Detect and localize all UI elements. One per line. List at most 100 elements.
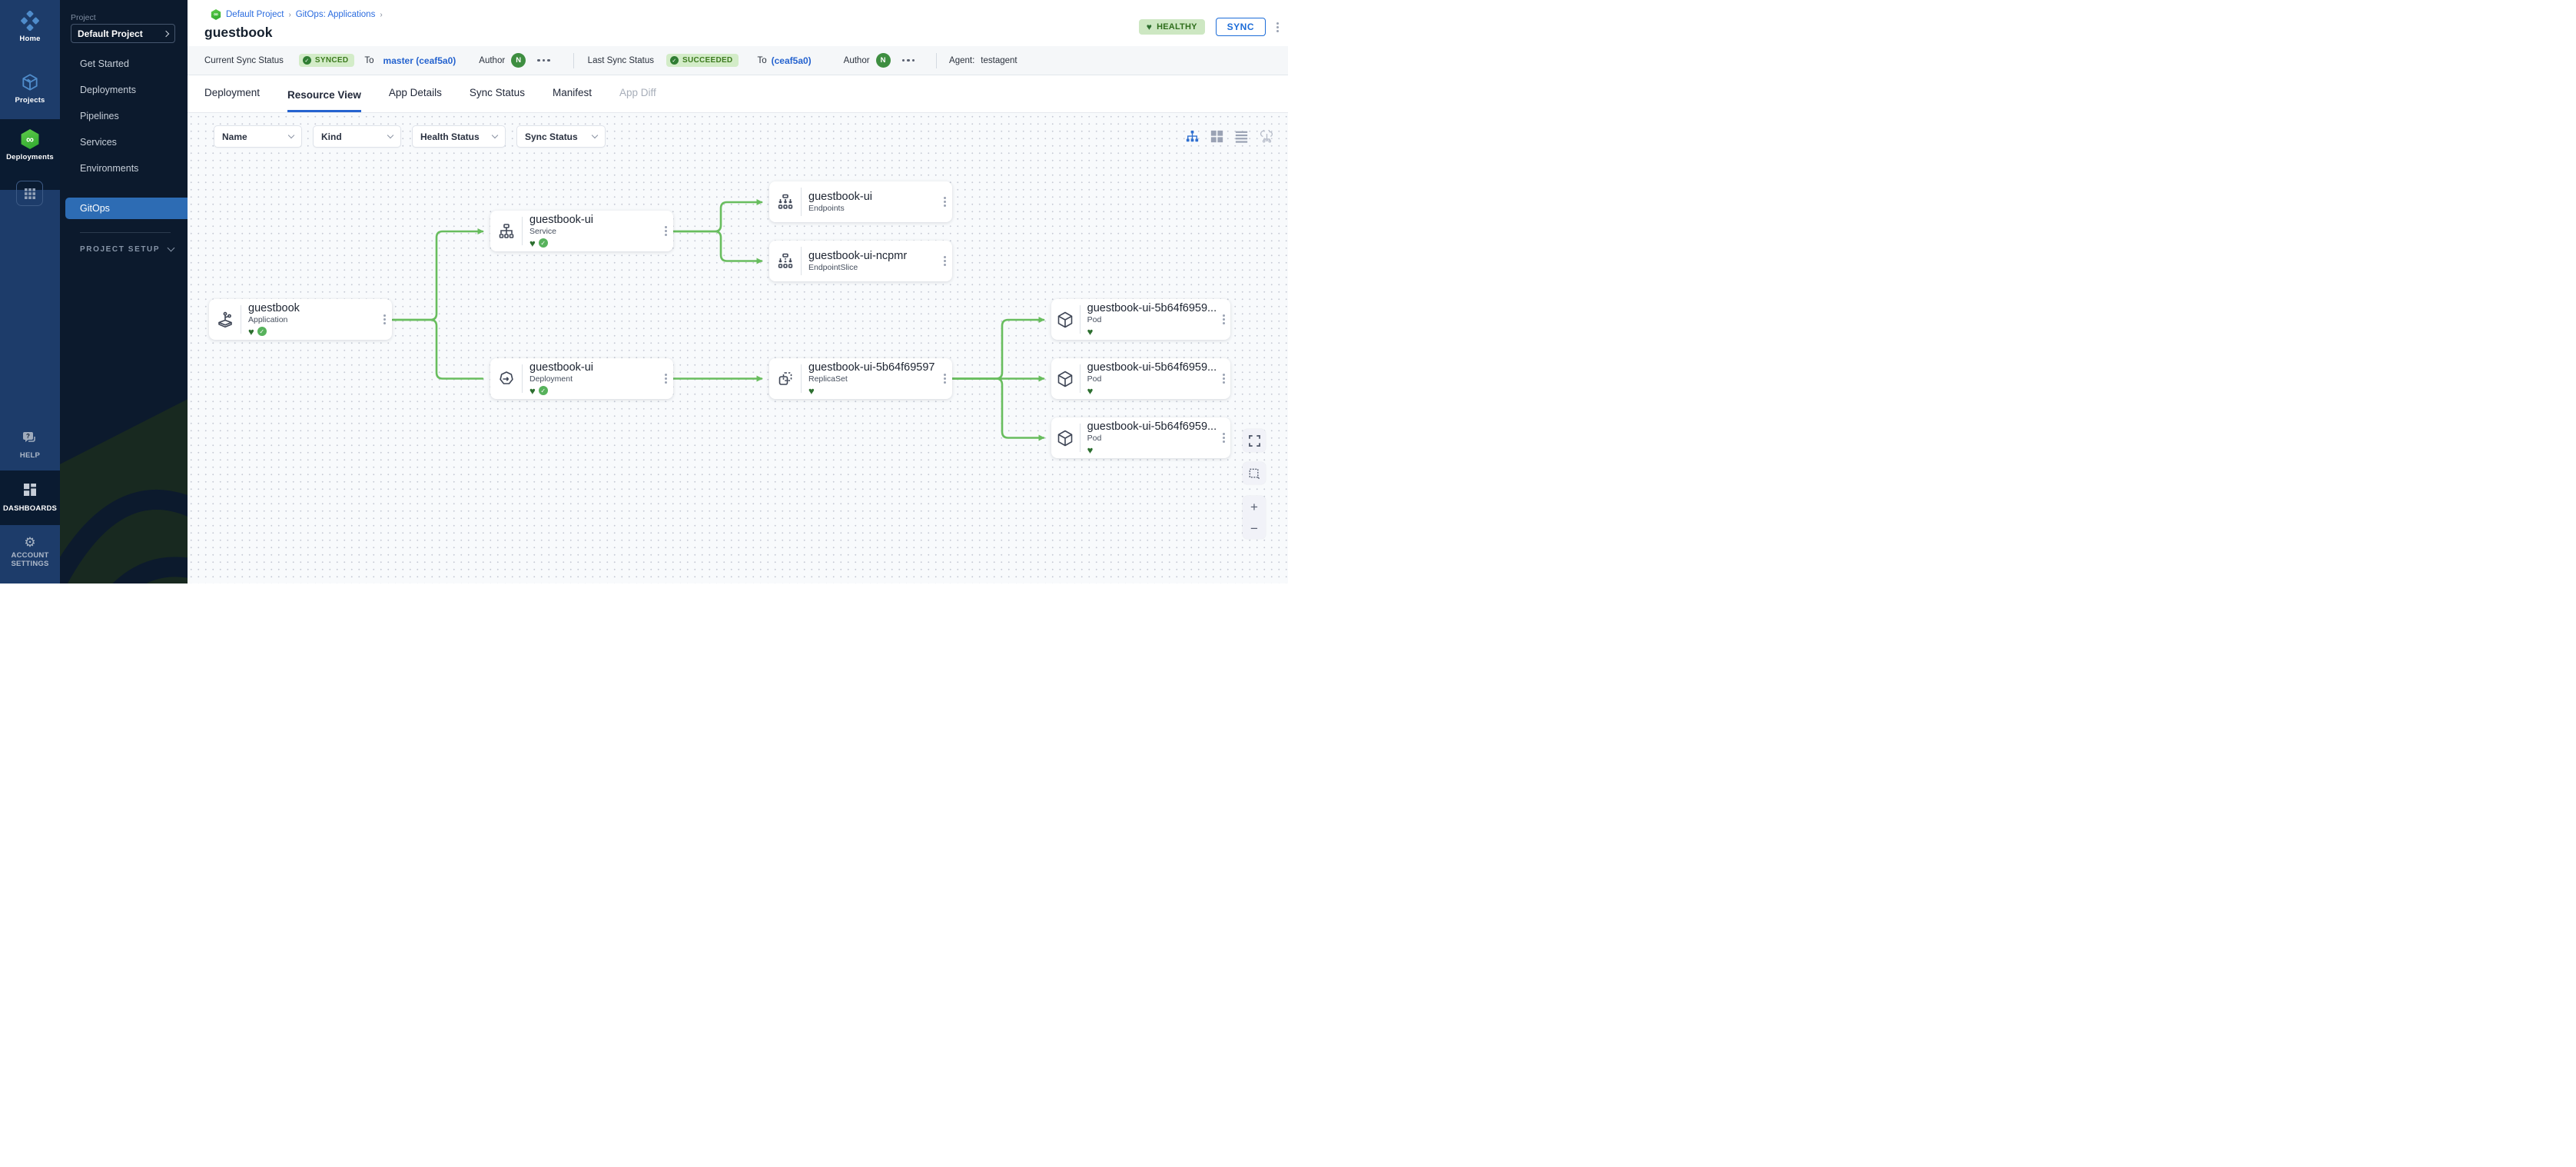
node-name: guestbook-ui-5b64f6959... xyxy=(1087,361,1217,374)
author-avatar[interactable]: N xyxy=(875,53,891,68)
filter-name[interactable]: Name xyxy=(214,125,302,148)
filter-sync-status[interactable]: Sync Status xyxy=(516,125,606,148)
sidebar-item-services[interactable]: Services xyxy=(80,137,117,148)
sidebar-item-get-started[interactable]: Get Started xyxy=(80,58,129,69)
node-menu-button[interactable] xyxy=(377,299,392,340)
resource-node-endpoints[interactable]: guestbook-ui Endpoints ♥✓ xyxy=(769,181,952,222)
last-target-link[interactable]: (ceaf5a0) xyxy=(771,55,812,66)
node-menu-button[interactable] xyxy=(1217,417,1230,458)
check-circle-icon: ✓ xyxy=(302,56,311,65)
agent-label: Agent: xyxy=(949,55,975,65)
tab-sync-status[interactable]: Sync Status xyxy=(469,87,525,98)
breadcrumb-gitops-applications[interactable]: GitOps: Applications xyxy=(295,10,376,19)
to-label: To xyxy=(757,55,767,65)
grid-view-icon[interactable] xyxy=(1210,130,1223,143)
sync-button[interactable]: SYNC xyxy=(1215,18,1266,36)
svg-text:?: ? xyxy=(26,433,30,440)
resource-node-service[interactable]: guestbook-ui Service ♥✓ xyxy=(490,211,673,251)
sidebar-item-home[interactable]: Home xyxy=(0,10,60,43)
resource-graph-canvas[interactable]: Name Kind Health Status Sync Status xyxy=(188,113,1288,584)
sidebar-item-gitops[interactable]: GitOps xyxy=(65,198,188,219)
node-kind: Service xyxy=(529,227,557,236)
node-kind: Deployment xyxy=(529,374,573,384)
project-section-label: Project xyxy=(71,13,96,22)
commit-more-icon[interactable] xyxy=(537,58,550,62)
tab-app-details[interactable]: App Details xyxy=(388,87,442,98)
zoom-out-button[interactable]: − xyxy=(1250,520,1258,536)
help-label: HELP xyxy=(19,451,41,460)
current-target-link[interactable]: master (ceaf5a0) xyxy=(383,55,456,66)
panel-divider xyxy=(80,232,171,233)
author-avatar[interactable]: N xyxy=(511,53,526,68)
resource-node-replicaset[interactable]: guestbook-ui-5b64f69597 ReplicaSet ♥✓ xyxy=(769,358,952,399)
node-kind: EndpointSlice xyxy=(808,263,858,272)
application-icon xyxy=(217,311,232,327)
resource-node-pod[interactable]: guestbook-ui-5b64f6959... Pod ♥✓ xyxy=(1051,417,1230,458)
node-menu-button[interactable] xyxy=(937,241,952,281)
account-settings-label-2: SETTINGS xyxy=(11,560,49,568)
sidebar-item-account-settings[interactable]: ⚙ ACCOUNT SETTINGS xyxy=(0,536,60,568)
divider xyxy=(573,52,574,68)
resource-node-endpointslice[interactable]: guestbook-ui-ncpmr EndpointSlice ♥✓ xyxy=(769,241,952,281)
node-menu-button[interactable] xyxy=(937,358,952,399)
synced-badge: ✓ SYNCED xyxy=(298,54,355,67)
marquee-select-button[interactable] xyxy=(1243,462,1266,484)
project-selector[interactable]: Default Project xyxy=(71,24,175,43)
module-grid-icon xyxy=(24,188,35,199)
sidebar-item-help[interactable]: ? HELP xyxy=(0,431,60,460)
tab-deployment[interactable]: Deployment xyxy=(204,87,261,98)
node-menu-button[interactable] xyxy=(658,358,673,399)
replicaset-icon xyxy=(778,371,792,385)
resource-node-application[interactable]: guestbook Application ♥✓ xyxy=(209,299,392,340)
healthy-heart-icon: ♥ xyxy=(529,384,536,397)
sidebar-item-dashboards[interactable]: DASHBOARDS xyxy=(0,482,60,513)
selection-box-icon xyxy=(1249,468,1260,479)
filter-health-status[interactable]: Health Status xyxy=(412,125,506,148)
sidebar-item-projects[interactable]: Projects xyxy=(0,72,60,105)
node-name: guestbook-ui xyxy=(808,191,873,203)
cloud-network-view-icon[interactable] xyxy=(1260,130,1274,143)
node-menu-button[interactable] xyxy=(1217,299,1230,340)
tab-bar: Deployment Resource View App Details Syn… xyxy=(188,75,1288,113)
fullscreen-icon xyxy=(1248,434,1260,447)
pod-cube-icon xyxy=(1058,430,1073,446)
succeeded-badge: ✓ SUCCEEDED xyxy=(666,54,739,67)
synced-check-icon: ✓ xyxy=(257,327,267,336)
node-name: guestbook xyxy=(248,302,300,314)
sidebar-item-environments[interactable]: Environments xyxy=(80,163,139,174)
healthy-heart-icon: ♥ xyxy=(1087,384,1094,397)
sidebar-item-deployments[interactable]: ∞ Deployments xyxy=(0,129,60,161)
projects-label: Projects xyxy=(15,96,45,105)
sidebar-item-deployments-menu[interactable]: Deployments xyxy=(80,85,136,95)
app-more-menu-icon[interactable] xyxy=(1276,25,1279,28)
node-menu-button[interactable] xyxy=(937,181,952,222)
list-view-icon[interactable] xyxy=(1235,130,1248,143)
resource-node-pod[interactable]: guestbook-ui-5b64f6959... Pod ♥✓ xyxy=(1051,358,1230,399)
graph-edges xyxy=(391,199,1045,441)
author-label: Author xyxy=(479,55,506,65)
resource-node-deployment[interactable]: guestbook-ui Deployment ♥✓ xyxy=(490,358,673,399)
healthy-heart-icon: ♥ xyxy=(808,384,815,397)
divider xyxy=(936,52,938,68)
commit-more-icon[interactable] xyxy=(901,58,915,62)
project-setup-toggle[interactable]: PROJECT SETUP xyxy=(80,244,175,254)
account-settings-label-1: ACCOUNT xyxy=(11,551,49,560)
tab-resource-view[interactable]: Resource View xyxy=(287,89,361,112)
last-sync-status-label: Last Sync Status xyxy=(587,55,654,65)
deployment-icon xyxy=(499,371,513,384)
node-menu-button[interactable] xyxy=(1217,358,1230,399)
node-kind: Pod xyxy=(1087,315,1102,324)
zoom-in-button[interactable]: + xyxy=(1250,499,1258,514)
tree-view-icon[interactable] xyxy=(1186,130,1199,143)
gitops-breadcrumb-icon: ∞ xyxy=(211,9,221,20)
node-kind: ReplicaSet xyxy=(808,374,848,384)
fit-to-screen-button[interactable] xyxy=(1243,429,1266,452)
resource-node-pod[interactable]: guestbook-ui-5b64f6959... Pod ♥✓ xyxy=(1051,299,1230,340)
sidebar-item-pipelines[interactable]: Pipelines xyxy=(80,111,119,121)
gitops-logo-watermark xyxy=(60,380,188,584)
breadcrumb-default-project[interactable]: Default Project xyxy=(226,10,284,19)
node-menu-button[interactable] xyxy=(658,211,673,251)
tab-manifest[interactable]: Manifest xyxy=(552,87,592,98)
filter-kind[interactable]: Kind xyxy=(313,125,401,148)
module-switcher-button[interactable] xyxy=(16,181,43,206)
